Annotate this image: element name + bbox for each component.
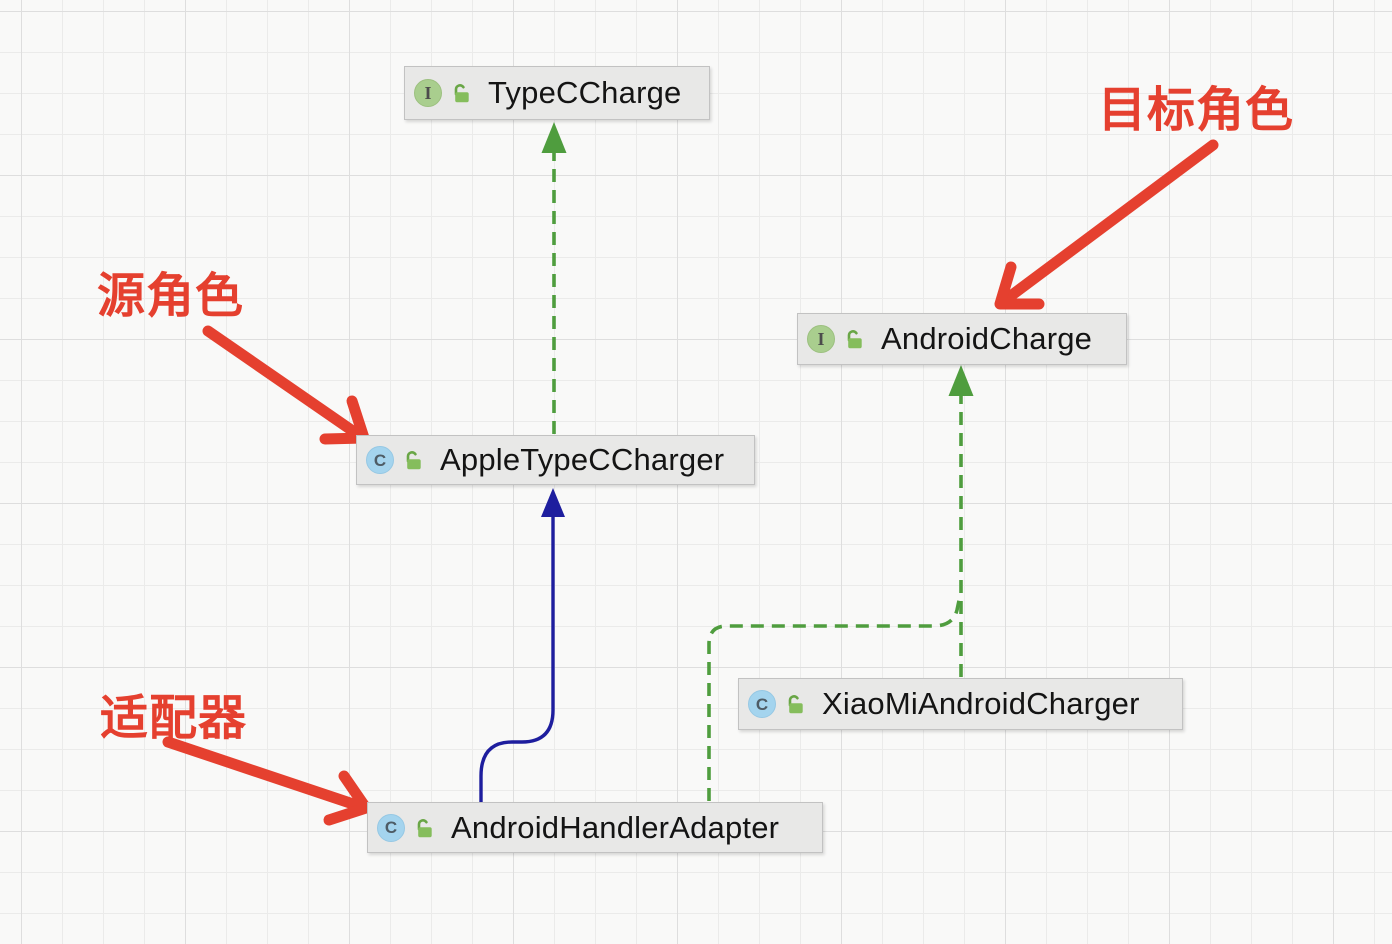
open-padlock-icon (454, 84, 469, 103)
class-icon: C (377, 813, 405, 842)
interface-icon: I (414, 79, 442, 107)
annotation-arrow-target-role (994, 139, 1219, 310)
node-label: AndroidCharge (881, 321, 1093, 356)
annotation-source-role: 源角色 (97, 270, 245, 323)
node-androidcharge[interactable]: I AndroidCharge (797, 313, 1127, 365)
node-label: AppleTypeCCharger (440, 442, 725, 477)
node-label: TypeCCharge (488, 75, 682, 110)
annotation-adapter: 适配器 (100, 692, 248, 745)
interface-icon-letter: I (817, 329, 825, 349)
open-padlock-icon (847, 330, 862, 349)
node-xiaomiandroidcharger[interactable]: C XiaoMiAndroidCharger (738, 678, 1183, 730)
class-icon: C (366, 446, 394, 474)
class-icon-letter: C (384, 818, 398, 837)
node-label: XiaoMiAndroidCharger (822, 686, 1140, 721)
annotation-target-role: 目标角色 (1098, 84, 1295, 137)
open-padlock-icon (417, 818, 432, 837)
class-icon: C (748, 690, 776, 718)
node-androidhandleradapter[interactable]: C AndroidHandlerAdapter (367, 802, 823, 853)
node-typeccharge[interactable]: I TypeCCharge (404, 66, 710, 120)
open-padlock-icon (788, 695, 803, 714)
edge-xiaomiandroidcharger-implements-androidcharge (948, 365, 974, 677)
annotation-arrow-adapter (162, 736, 372, 826)
interface-icon-letter: I (424, 83, 432, 103)
open-padlock-icon (406, 451, 421, 470)
class-icon-letter: C (373, 450, 387, 470)
edge-androidhandleradapter-extends-appletypeccharger (479, 488, 565, 802)
node-appletypeccharger[interactable]: C AppleTypeCCharger (356, 435, 755, 485)
annotation-arrow-source-role (202, 325, 370, 445)
node-label: AndroidHandlerAdapter (451, 809, 780, 845)
interface-icon: I (807, 325, 835, 353)
edge-appletypeccharger-implements-typeccharge (541, 122, 567, 434)
class-icon-letter: C (755, 694, 769, 714)
